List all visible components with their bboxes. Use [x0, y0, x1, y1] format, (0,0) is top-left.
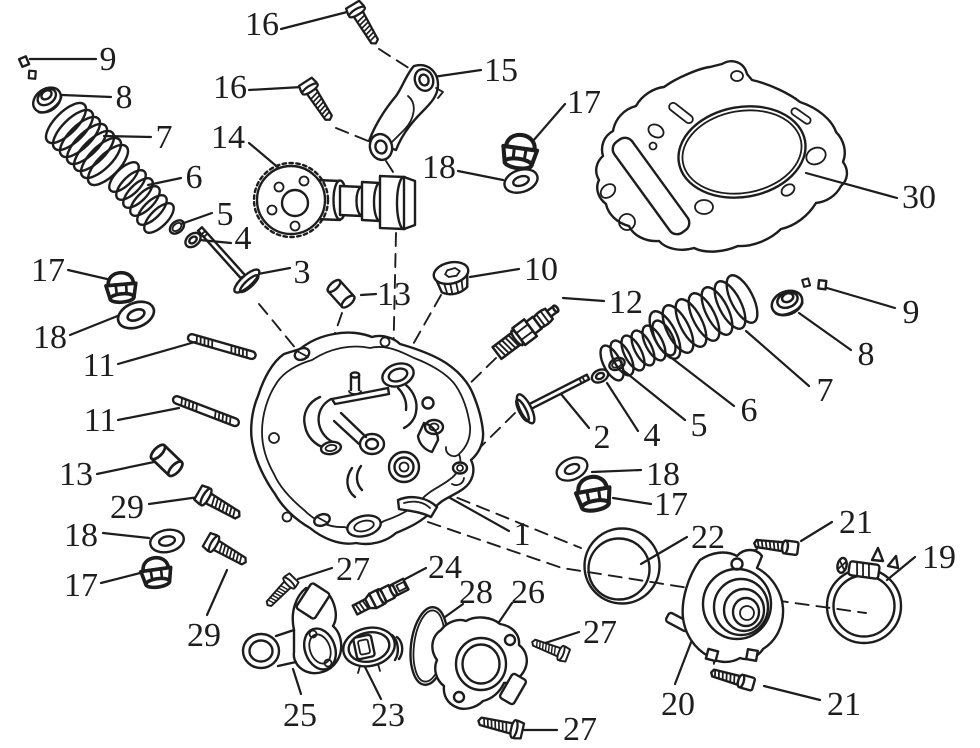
cap-nut-top [501, 133, 539, 171]
intake-manifold [664, 548, 785, 664]
flange-bolt-29-lower [200, 530, 252, 572]
flange-bolt-16-upper [343, 0, 385, 50]
flange-bolt-29-upper [192, 483, 246, 526]
cap-nut-bottom-left [137, 553, 175, 591]
intake-seal-ring [583, 527, 661, 605]
hose-clamp [825, 546, 903, 645]
callout-5-left: 5 [217, 196, 234, 233]
dowel-pin-center [324, 276, 358, 311]
callout-16-upper: 16 [245, 6, 279, 43]
callout-27-mid: 27 [583, 614, 617, 651]
flange-bolt-27-middle [528, 633, 572, 664]
callout-26: 26 [511, 574, 545, 611]
rocker-arm [367, 63, 444, 162]
callout-4-right: 4 [644, 417, 661, 454]
flange-bolt-16-lower [296, 75, 339, 126]
washer-bottom-left [146, 525, 188, 557]
callout-11-upper: 11 [83, 347, 116, 384]
spark-plug [491, 304, 560, 361]
callout-15: 15 [484, 52, 518, 89]
callout-29-lower: 29 [187, 617, 221, 654]
callout-25: 25 [283, 697, 317, 734]
callout-30: 30 [902, 179, 936, 216]
callout-10: 10 [524, 251, 558, 288]
camshaft [252, 161, 417, 239]
callout-23: 23 [371, 697, 405, 734]
callout-8-right: 8 [858, 336, 875, 373]
callout-16-lower: 16 [213, 69, 247, 106]
callout-17-right: 17 [654, 486, 688, 523]
callout-17-left: 17 [31, 252, 65, 289]
valve-cotters-right [801, 277, 829, 292]
callout-18-left: 18 [33, 319, 67, 356]
cylinder-head [250, 331, 485, 546]
flange-bolt-27-bottom [475, 710, 526, 741]
clamp-screw [836, 556, 848, 574]
callout-13-center: 13 [377, 276, 411, 313]
callout-9-left: 9 [100, 41, 117, 78]
callout-4-left: 4 [235, 220, 252, 257]
cap-nut-left [103, 269, 140, 306]
stud-bolt-upper [185, 332, 258, 362]
callout-7-right: 7 [817, 372, 834, 409]
callout-1: 1 [514, 516, 531, 553]
callout-3: 3 [294, 254, 311, 291]
callout-13-left: 13 [59, 456, 93, 493]
callout-29-upper: 29 [110, 489, 144, 526]
callout-5-right: 5 [691, 407, 708, 444]
inner-valve-spring-left [108, 161, 175, 234]
callout-14: 14 [211, 119, 245, 156]
callout-22: 22 [691, 519, 725, 556]
cap-nut-right [574, 474, 613, 513]
callout-27-bottom: 27 [563, 711, 597, 748]
callout-24: 24 [428, 549, 462, 586]
cylinder-head-gasket [595, 60, 849, 253]
temperature-sensor [351, 577, 410, 616]
outer-valve-spring-left [44, 101, 130, 187]
callout-17-bl: 17 [64, 567, 98, 604]
parts [17, 0, 903, 741]
callout-labels: 9 8 7 6 5 4 16 16 15 14 17 18 30 17 18 1… [31, 6, 956, 748]
callout-21-upper: 21 [839, 504, 873, 541]
inner-valve-spring-right [599, 319, 677, 382]
stud-bolt-lower [170, 393, 242, 429]
callout-18-bl: 18 [64, 517, 98, 554]
dowel-pin-left [147, 441, 187, 480]
water-outlet-elbow [241, 582, 343, 675]
callout-21-lower: 21 [827, 686, 861, 723]
callout-8-left: 8 [116, 79, 133, 116]
callout-6-left: 6 [186, 159, 203, 196]
callout-12: 12 [609, 284, 643, 321]
callout-19: 19 [922, 539, 956, 576]
socket-bolt-lower [708, 665, 757, 693]
callout-27-left: 27 [336, 551, 370, 588]
outer-valve-spring-right [648, 274, 759, 360]
thermostat-cover [431, 616, 528, 710]
callout-11-lower: 11 [84, 402, 117, 439]
tappet-cover-cap [432, 260, 470, 296]
valve-right [510, 361, 597, 428]
callout-28: 28 [459, 574, 493, 611]
spring-seat-ring-left [166, 216, 188, 238]
socket-bolt-upper [752, 535, 800, 557]
callout-7-left: 7 [156, 119, 173, 156]
callout-leader-lines [28, 9, 917, 732]
callout-6-right: 6 [741, 392, 758, 429]
callout-18-right: 18 [646, 456, 680, 493]
callout-20: 20 [661, 686, 695, 723]
callout-17-top: 17 [567, 84, 601, 121]
callout-2: 2 [594, 419, 611, 456]
callout-9-right: 9 [903, 294, 920, 331]
washer-top [500, 164, 542, 198]
callout-18-top: 18 [422, 149, 456, 186]
thermostat [342, 626, 404, 674]
